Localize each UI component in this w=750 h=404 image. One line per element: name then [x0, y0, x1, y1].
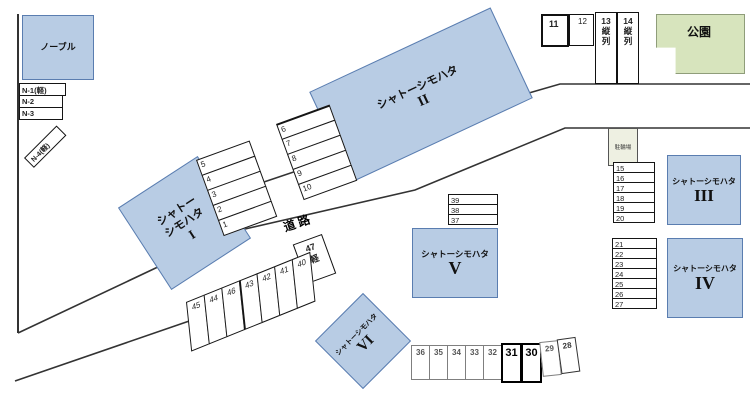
parking-space: 31	[501, 343, 522, 383]
parking-space-12: 12	[569, 14, 594, 46]
parking-space: 30	[521, 343, 542, 383]
parking-space: 33	[465, 345, 484, 380]
parking-space: N-3	[19, 107, 63, 120]
building-chateau-3-label: シャトーシモハタ	[672, 176, 736, 186]
parking-space-13-tandem: 13 縦 列	[595, 12, 617, 84]
building-chateau-2-label: シャトーシモハタ	[375, 63, 460, 112]
parking-space: N-1(軽)	[19, 83, 66, 96]
bicycle-parking-box: 駐輪場	[608, 128, 638, 166]
parking-space: 32	[483, 345, 502, 380]
building-chateau-4: シャトーシモハタ IV	[667, 238, 743, 318]
parking-space-11: 11	[541, 14, 569, 47]
building-chateau-4-label: シャトーシモハタ	[673, 264, 737, 273]
parking-space: 37	[448, 214, 498, 225]
building-noble: ノーブル	[22, 15, 94, 80]
parking-space: 34	[447, 345, 466, 380]
building-chateau-1-label: シャトー シモハタ	[155, 194, 206, 240]
park-label: 公園	[687, 25, 712, 39]
building-noble-label: ノーブル	[40, 41, 76, 52]
parking-space: 20	[613, 212, 655, 223]
building-chateau-6-label: シャトーシモハタ	[334, 312, 380, 358]
building-chateau-1-numeral: I	[185, 226, 199, 243]
parking-space: 27	[612, 298, 657, 309]
building-chateau-2-numeral: II	[415, 91, 432, 110]
building-chateau-5-numeral: V	[448, 258, 462, 279]
parking-space-14-tandem: 14 縦 列	[617, 12, 639, 84]
building-chateau-5: シャトーシモハタ V	[412, 228, 498, 298]
building-chateau-3-numeral: III	[694, 185, 714, 205]
building-chateau-4-numeral: IV	[694, 273, 715, 293]
parking-space: 35	[429, 345, 448, 380]
building-chateau-3: シャトーシモハタ III	[667, 155, 741, 225]
parking-space: 36	[411, 345, 430, 380]
building-chateau-5-label: シャトーシモハタ	[421, 248, 489, 259]
